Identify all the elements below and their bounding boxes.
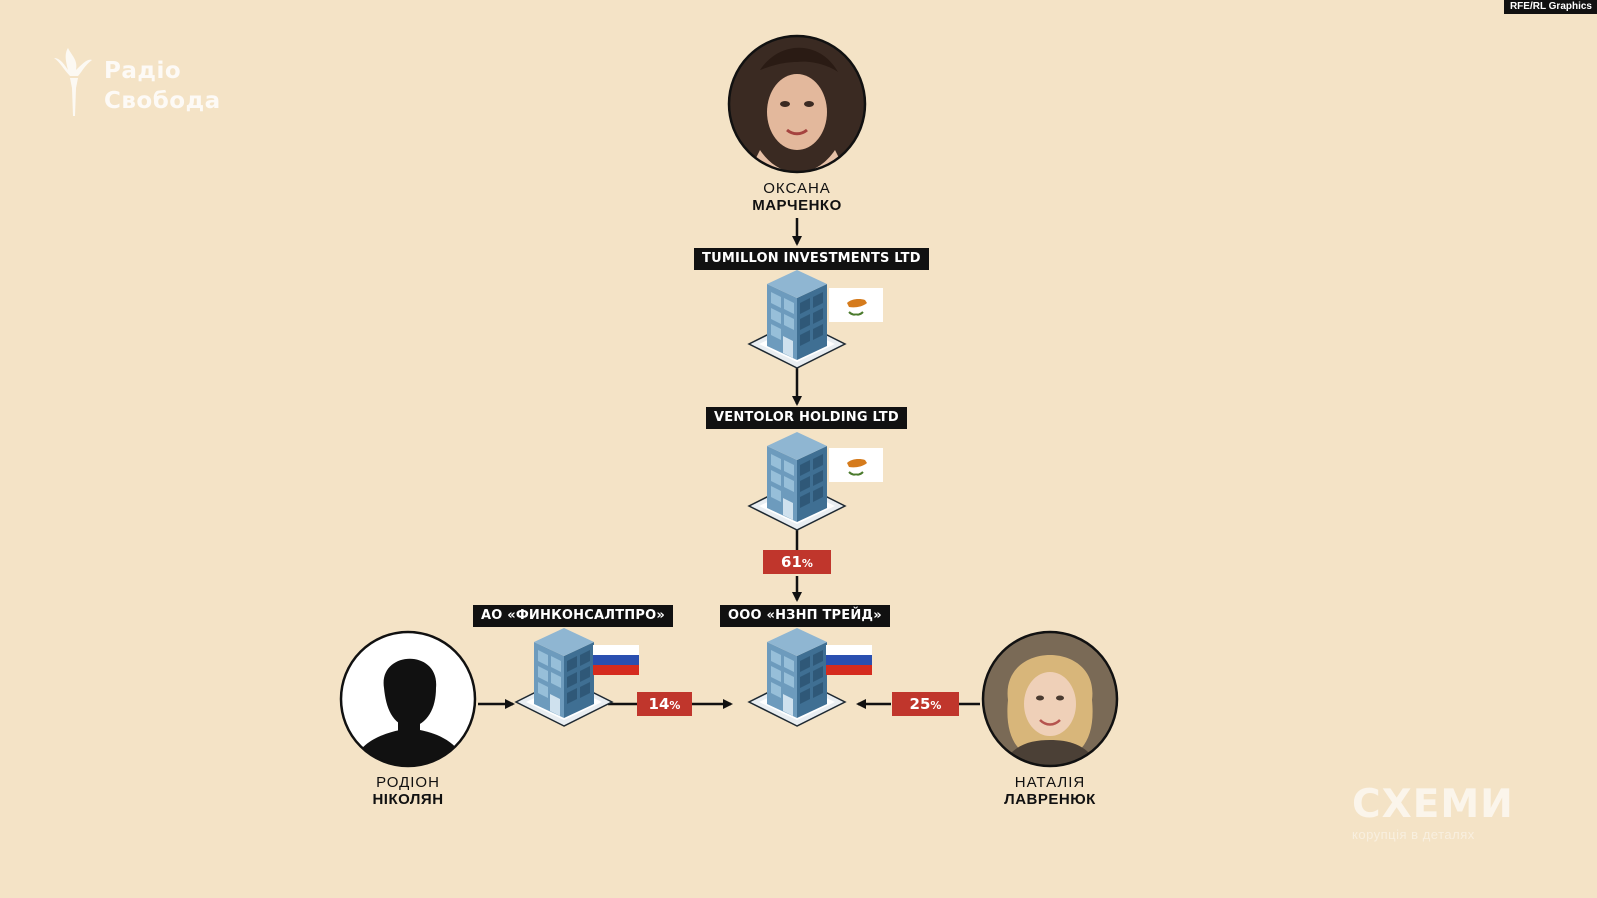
portrait-lavreniuk: [983, 632, 1117, 766]
person-nikolian: РОДІОН НІКОЛЯН: [308, 774, 508, 808]
flag-cyprus-icon: [829, 448, 883, 482]
logo-line-2: Свобода: [104, 88, 221, 114]
flag-russia-icon: [826, 645, 872, 675]
portrait-nikolian-silhouette: [341, 632, 475, 766]
skhemy-logo: СХЕМИ корупція в деталях: [1352, 785, 1522, 845]
building-finconsult-icon: [515, 628, 613, 727]
person-lavreniuk: НАТАЛІЯ ЛАВРЕНЮК: [950, 774, 1150, 808]
flag-cyprus-icon: [829, 288, 883, 322]
graphics-credit: RFE/RL Graphics: [1503, 0, 1597, 14]
person-last-name: ЛАВРЕНЮК: [1004, 791, 1096, 808]
share-percent-sign: %: [801, 557, 813, 570]
company-label-nznp: ООО «НЗНП ТРЕЙД»: [720, 605, 890, 627]
skhemy-subtitle: корупція в деталях: [1352, 827, 1475, 842]
building-nznp-icon: [748, 628, 846, 727]
share-badge-61: 61%: [763, 550, 831, 574]
flag-russia-icon: [593, 645, 639, 675]
share-percent-sign: %: [669, 699, 681, 712]
share-percent-sign: %: [930, 699, 942, 712]
share-number: 61: [781, 553, 802, 571]
share-badge-25: 25%: [892, 692, 959, 716]
person-marchenko: ОКСАНА МАРЧЕНКО: [697, 180, 897, 214]
person-last-name: НІКОЛЯН: [372, 791, 444, 808]
person-last-name: МАРЧЕНКО: [752, 197, 842, 214]
share-badge-14: 14%: [637, 692, 692, 716]
torch-icon: [54, 48, 92, 116]
company-label-ventolor: VENTOLOR HOLDING LTD: [706, 407, 907, 429]
company-label-finconsult: АО «ФИНКОНСАЛТПРО»: [473, 605, 673, 627]
skhemy-title: СХЕМИ: [1352, 782, 1514, 827]
radio-svoboda-logo: Радіо Свобода: [48, 40, 238, 120]
person-first-name: РОДІОН: [376, 774, 440, 791]
logo-line-1: Радіо: [104, 58, 182, 84]
share-number: 25: [909, 695, 931, 713]
share-number: 14: [648, 695, 670, 713]
person-first-name: НАТАЛІЯ: [1014, 774, 1086, 791]
portrait-marchenko: [729, 36, 865, 172]
company-label-tumillon: TUMILLON INVESTMENTS LTD: [694, 248, 929, 270]
person-first-name: ОКСАНА: [763, 180, 831, 197]
